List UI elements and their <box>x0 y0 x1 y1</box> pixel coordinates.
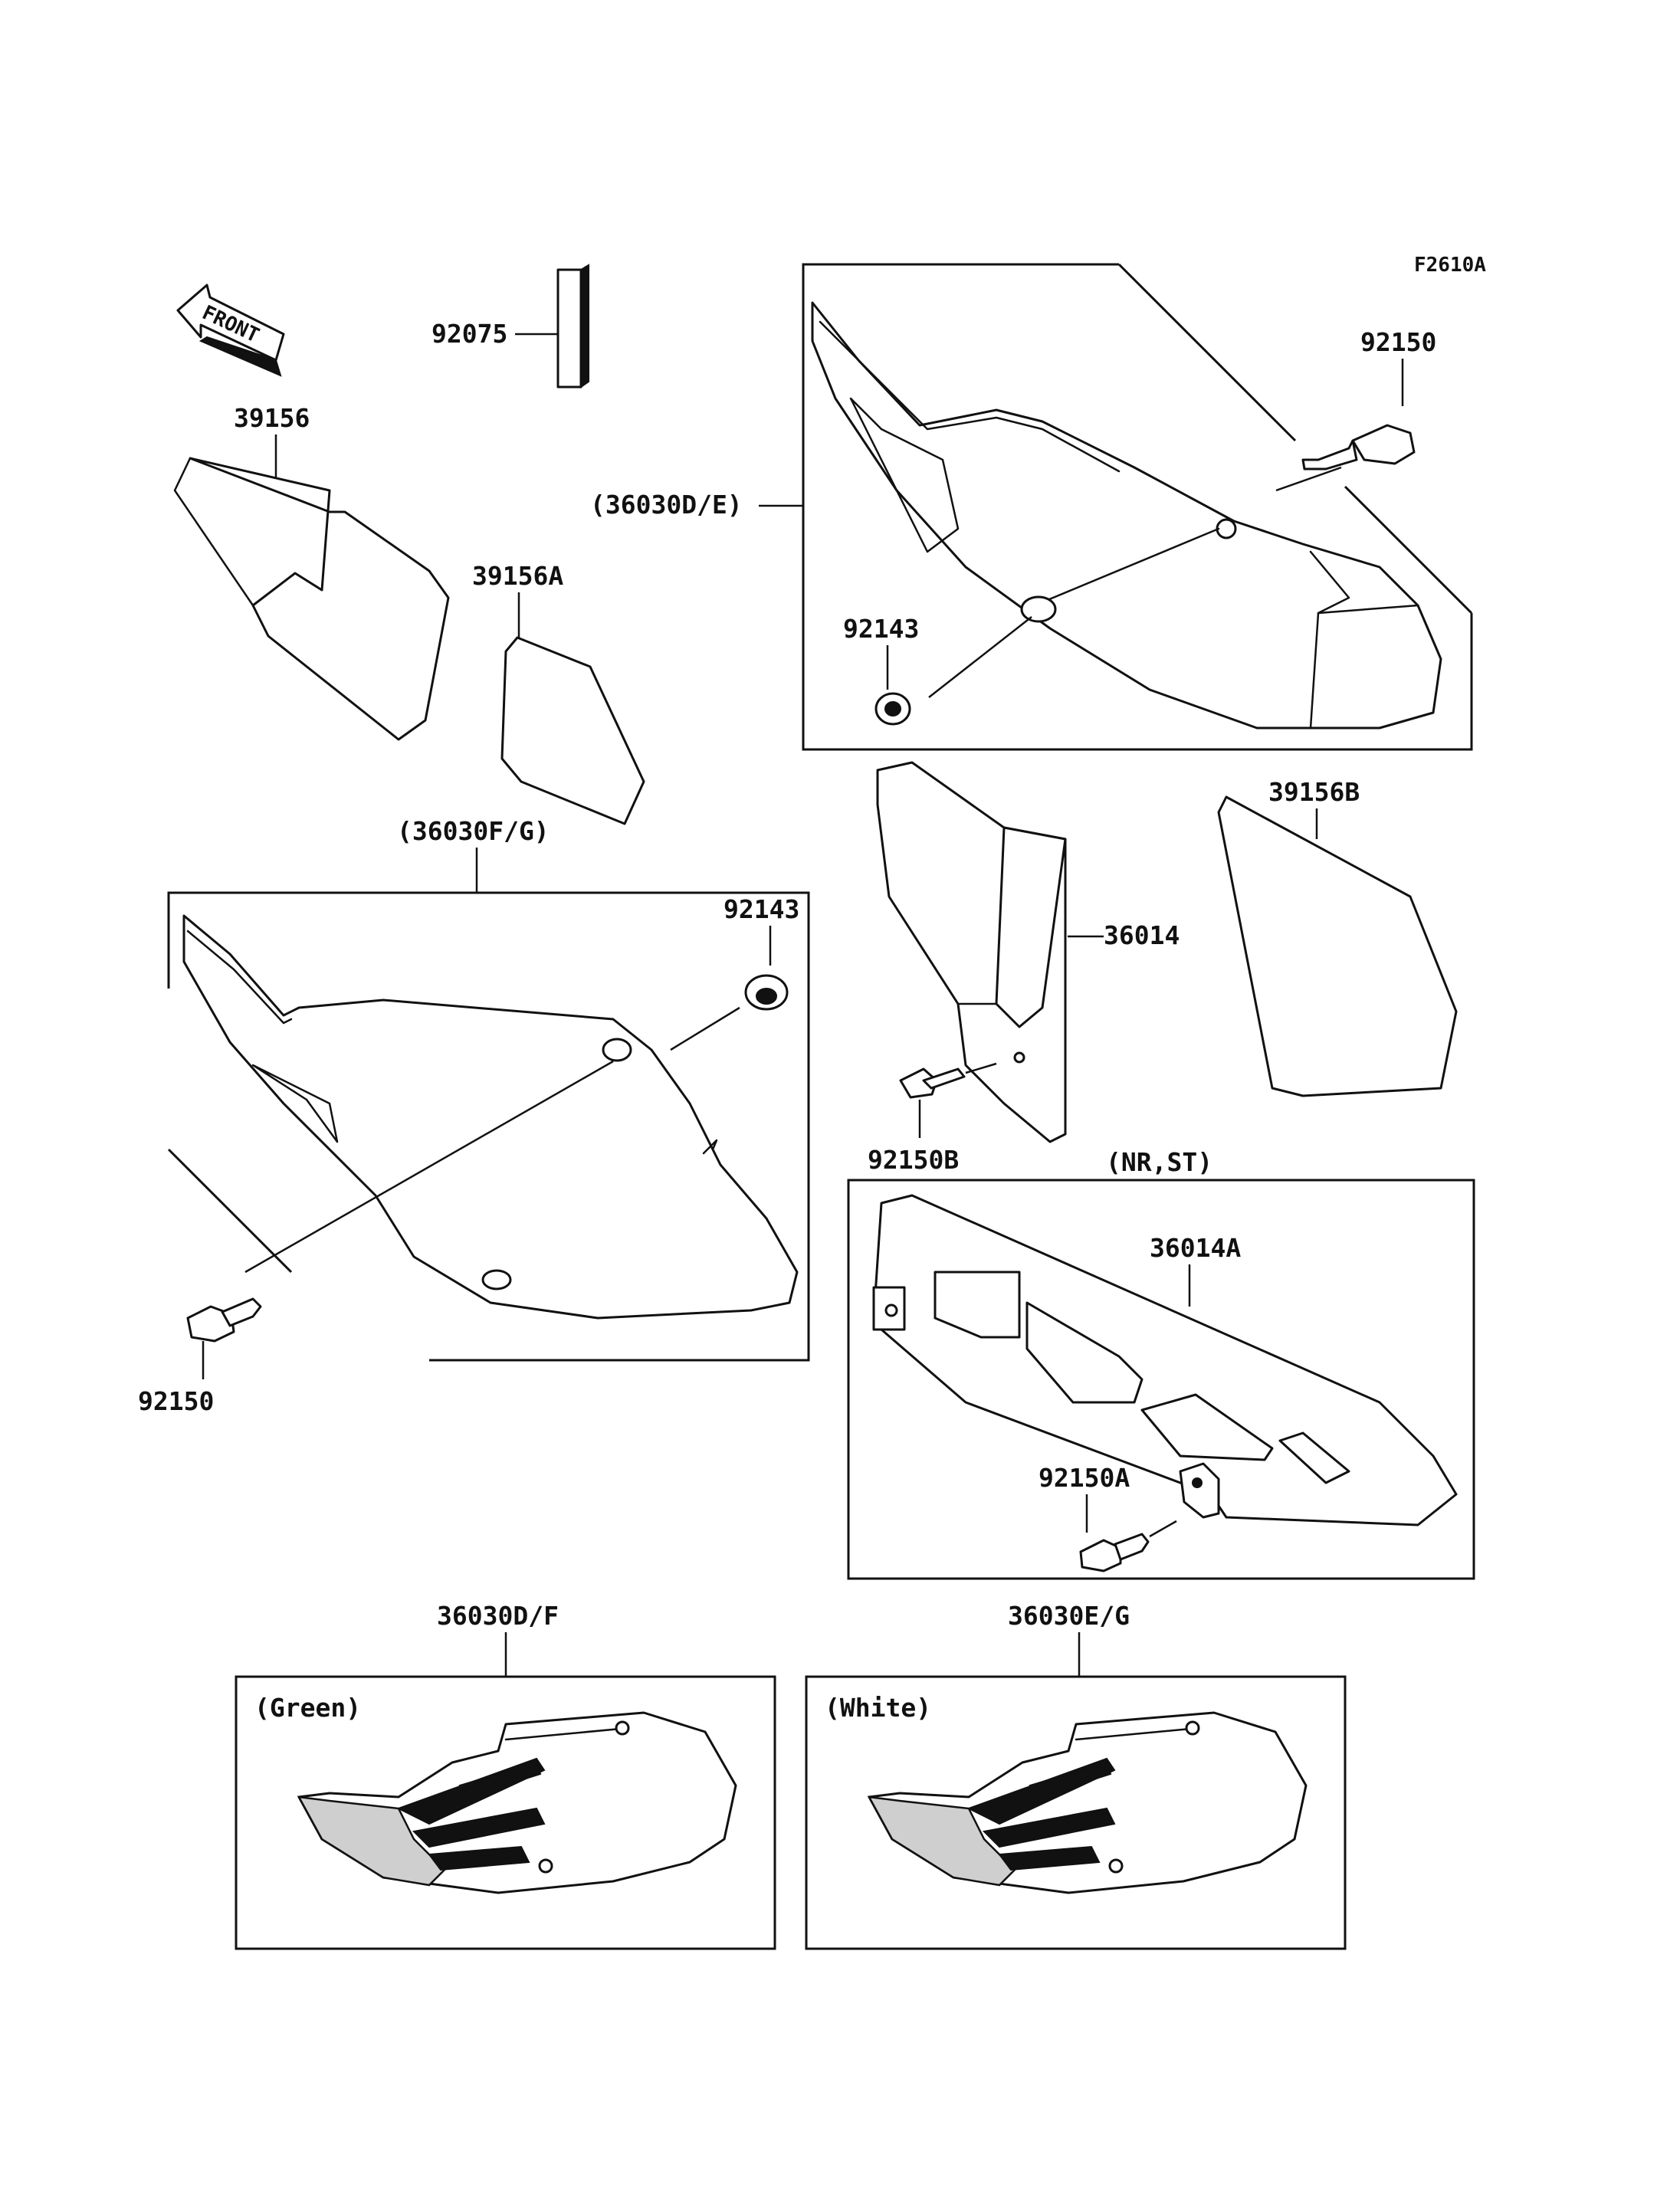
side-cover-white <box>867 1711 1308 1894</box>
frame-green <box>235 1675 776 1950</box>
callout-36030DE: (36030D/E) <box>590 490 743 520</box>
decal-39156 <box>173 457 450 741</box>
bolt-92150-left <box>186 1297 262 1343</box>
callout-92143-left: 92143 <box>724 894 799 924</box>
guard-36014 <box>876 761 1067 1143</box>
pad-92075 <box>515 264 589 389</box>
decal-39156A <box>500 636 645 825</box>
callout-92143-top: 92143 <box>843 614 919 644</box>
frame-white <box>805 1675 1347 1950</box>
side-cover-green <box>297 1711 737 1894</box>
callout-36030FG: (36030F/G) <box>397 816 550 846</box>
label-green: (Green) <box>254 1693 361 1723</box>
callout-92150-left: 92150 <box>138 1386 214 1416</box>
bolt-92150A <box>1079 1533 1150 1572</box>
callout-39156A: 39156A <box>472 561 563 591</box>
callout-36014: 36014 <box>1104 920 1180 950</box>
callout-39156: 39156 <box>234 403 310 433</box>
chain-guard-36014A <box>872 1194 1458 1526</box>
callout-36030DF: 36030D/F <box>437 1601 559 1631</box>
group-36030FG <box>167 891 810 1362</box>
figure-code: F2610A <box>1414 254 1486 277</box>
callout-92150A: 92150A <box>1039 1463 1130 1493</box>
callout-39156B: 39156B <box>1268 777 1360 807</box>
front-arrow-icon: FRONT <box>176 284 285 377</box>
grommet-92143-left <box>744 974 789 1011</box>
decal-39156B <box>1217 795 1458 1097</box>
bolt-92150B <box>899 1067 966 1099</box>
callout-92150B: 92150B <box>868 1145 959 1175</box>
callout-92075: 92075 <box>431 319 507 349</box>
frame-nr-st <box>847 1179 1475 1580</box>
bolt-92150-top <box>1301 424 1416 471</box>
callout-36014A: 36014A <box>1150 1233 1241 1263</box>
callout-36030EG: 36030E/G <box>1008 1601 1130 1631</box>
label-white: (White) <box>825 1693 931 1723</box>
label-nr-st: (NR,ST) <box>1106 1147 1212 1177</box>
callout-92150-top: 92150 <box>1360 327 1436 357</box>
grommet-92143-top <box>874 692 911 726</box>
group-36030DE <box>802 263 1473 751</box>
